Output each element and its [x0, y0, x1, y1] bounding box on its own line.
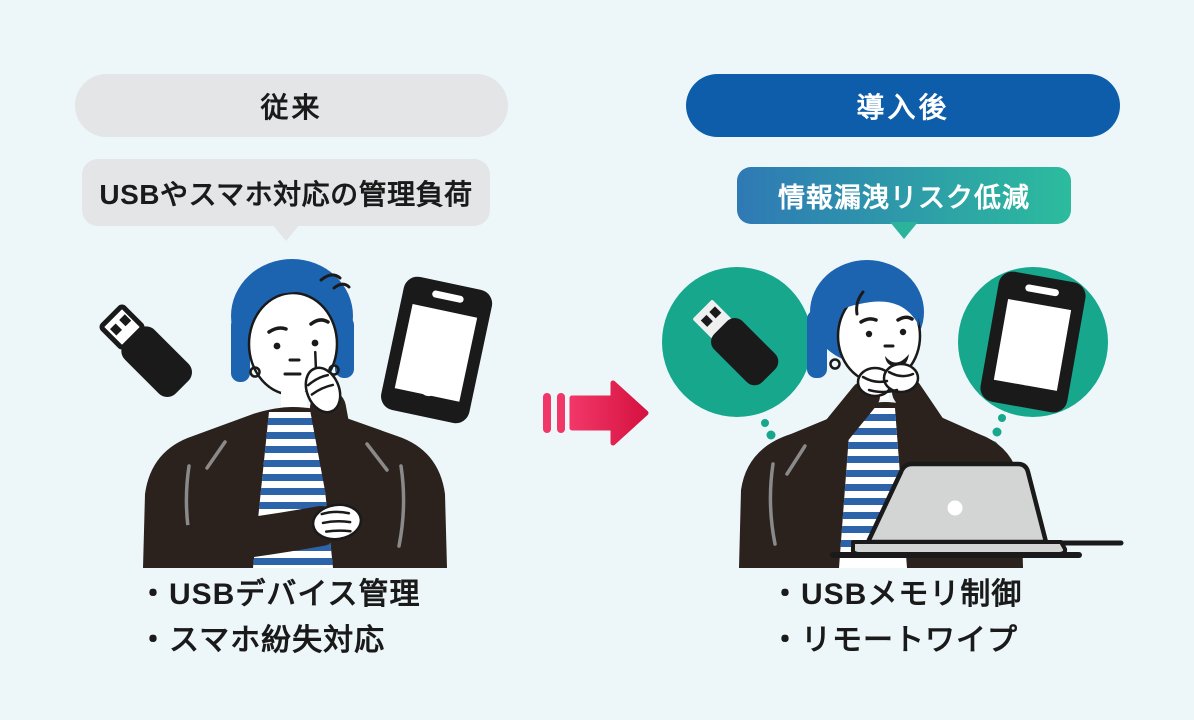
person-working-illustration: [662, 260, 1124, 568]
bullet-item: ・USBデバイス管理: [138, 578, 421, 611]
smartphone-icon: [980, 271, 1086, 413]
after-speech-bubble: 情報漏洩リスク低減: [737, 167, 1071, 239]
laptop-icon: [830, 461, 1082, 558]
clasped-hands: [856, 362, 920, 398]
usb-control-badge: [662, 267, 812, 417]
smartphone-control-badge: [958, 267, 1108, 417]
before-header-pill: 従来: [75, 74, 508, 137]
smartphone-icon: [381, 276, 493, 424]
before-header-label: 従来: [260, 91, 323, 123]
transition-arrow-icon: [543, 380, 649, 446]
before-bubble-label: USBやスマホ対応の管理負荷: [99, 178, 473, 210]
before-bullet-list: ・USBデバイス管理 ・スマホ紛失対応: [138, 572, 420, 664]
bullet-item: ・リモートワイプ: [770, 624, 1018, 657]
after-header-pill: 導入後: [686, 74, 1120, 137]
person-thinking-illustration: [99, 259, 493, 568]
after-bubble-label: 情報漏洩リスク低減: [778, 183, 1030, 213]
usb-memory-icon: [99, 304, 192, 397]
after-bubble-tail: [890, 222, 918, 239]
bullet-item: ・USBメモリ制御: [770, 578, 1023, 611]
person-thinking: [143, 259, 447, 568]
after-bullet-list: ・USBメモリ制御 ・リモートワイプ: [770, 572, 1022, 664]
before-bubble-tail: [272, 224, 300, 241]
bullet-item: ・スマホ紛失対応: [138, 624, 386, 657]
before-speech-bubble: USBやスマホ対応の管理負荷: [82, 159, 490, 241]
usb-memory-icon: [693, 300, 779, 386]
after-header-label: 導入後: [856, 91, 950, 123]
